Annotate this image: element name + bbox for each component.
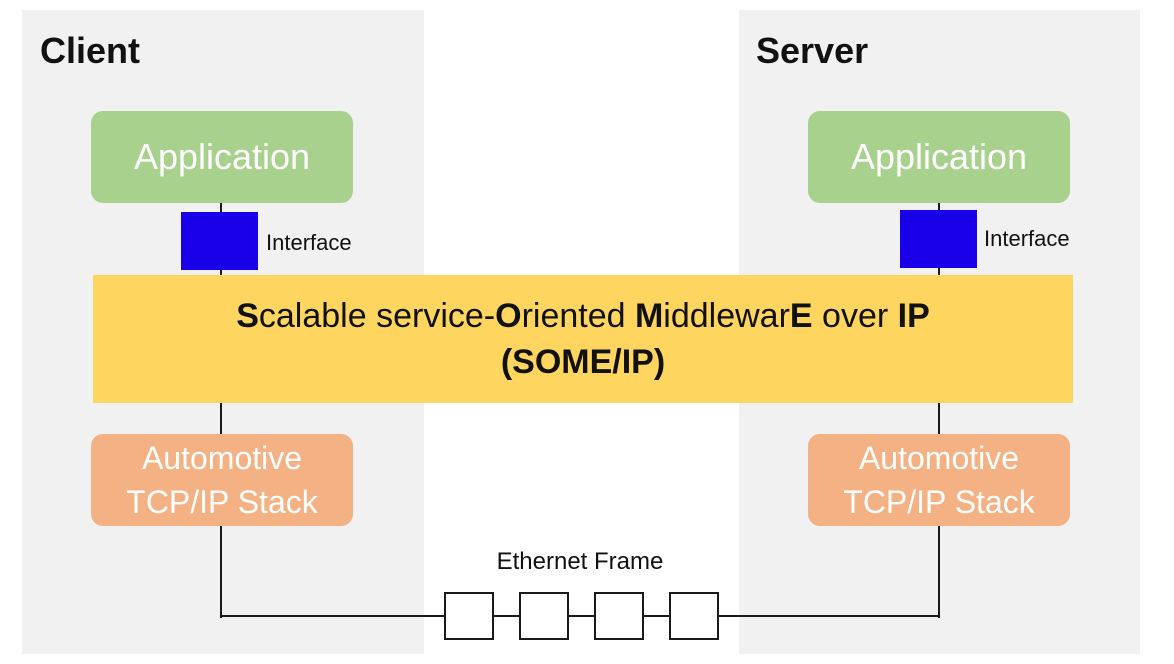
middleware-title-line1: Scalable service-Oriented MiddlewarE ove… <box>236 293 930 339</box>
server-title: Server <box>756 30 869 71</box>
middleware-part-o: O <box>495 297 522 335</box>
middleware-acronym: (SOME/IP) <box>500 343 666 381</box>
client-title: Client <box>40 30 141 71</box>
server-tcpip-stack-box: Automotive TCP/IP Stack <box>808 434 1070 526</box>
middleware-part-over: over <box>812 297 898 335</box>
ethernet-frame-cell <box>669 592 719 640</box>
ethernet-link-line <box>220 615 940 617</box>
server-stack-line2: TCP/IP Stack <box>843 484 1035 520</box>
client-stack-line1: Automotive <box>141 440 303 476</box>
ethernet-frame-cell <box>444 592 494 640</box>
client-application-box: Application <box>91 111 353 203</box>
server-interface-block <box>900 210 977 268</box>
server-vertical-connector <box>938 200 940 618</box>
server-application-box: Application <box>808 111 1070 203</box>
middleware-part-e: E <box>789 297 813 335</box>
middleware-part-ip: IP <box>897 297 930 335</box>
ethernet-frame-label: Ethernet Frame <box>496 548 664 575</box>
middleware-part-calable: calable service- <box>258 297 496 335</box>
client-interface-label: Interface <box>266 230 352 255</box>
client-interface-block <box>181 212 258 270</box>
middleware-part-s: S <box>236 297 259 335</box>
server-interface-label: Interface <box>984 226 1070 251</box>
middleware-part-iddlewar: iddlewar <box>663 297 790 335</box>
middleware-part-m: M <box>634 297 664 335</box>
ethernet-frame-cell <box>594 592 644 640</box>
client-stack-line2: TCP/IP Stack <box>126 484 318 520</box>
client-tcpip-stack-box: Automotive TCP/IP Stack <box>91 434 353 526</box>
middleware-part-riented: riented <box>521 297 635 335</box>
middleware-title-line2: (SOME/IP) <box>501 339 665 385</box>
someip-middleware-band: Scalable service-Oriented MiddlewarE ove… <box>93 275 1073 403</box>
server-stack-line1: Automotive <box>858 440 1020 476</box>
client-vertical-connector <box>220 200 222 618</box>
ethernet-frame-cell <box>519 592 569 640</box>
